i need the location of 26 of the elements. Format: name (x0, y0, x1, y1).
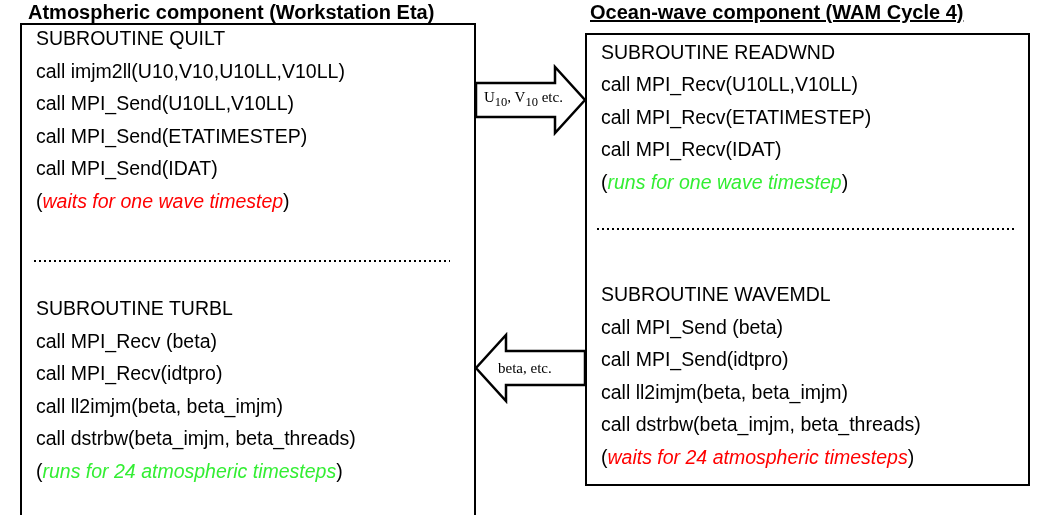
component-heading: Atmospheric component (Workstation Eta) (28, 1, 435, 24)
code-line: call ll2imjm(beta, beta_imjm) (601, 380, 849, 404)
code-line: call imjm2ll(U10,V10,U10LL,V10LL) (36, 59, 345, 83)
component-heading: Ocean-wave component (WAM Cycle 4) (590, 1, 964, 24)
code-line: call ll2imjm(beta, beta_imjm) (36, 394, 284, 418)
timing-note: (runs for one wave timestep) (601, 170, 849, 194)
edge-label: beta, etc. (498, 360, 552, 376)
timing-note: (waits for one wave timestep) (36, 189, 290, 213)
code-line: call MPI_Recv(U10LL,V10LL) (601, 72, 858, 96)
code-line: SUBROUTINE TURBL (36, 296, 233, 320)
timing-note: (waits for 24 atmospheric timesteps) (601, 445, 915, 469)
code-line: SUBROUTINE READWND (601, 40, 835, 64)
code-line: call MPI_Recv(idtpro) (36, 361, 223, 385)
code-line: call dstrbw(beta_imjm, beta_threads) (36, 426, 356, 450)
code-line: call MPI_Recv(ETATIMESTEP) (601, 105, 872, 129)
code-line: call MPI_Send(idtpro) (601, 347, 789, 371)
code-line: call MPI_Recv (beta) (36, 329, 217, 353)
code-line: call MPI_Send (beta) (601, 315, 784, 339)
code-line: call MPI_Recv(IDAT) (601, 137, 782, 161)
code-line: call MPI_Send(ETATIMESTEP) (36, 124, 308, 148)
timing-note: (runs for 24 atmospheric timesteps) (36, 459, 343, 483)
code-line: call MPI_Send(U10LL,V10LL) (36, 91, 294, 115)
code-line: SUBROUTINE QUILT (36, 26, 226, 50)
code-line: call MPI_Send(IDAT) (36, 156, 218, 180)
code-line: call dstrbw(beta_imjm, beta_threads) (601, 412, 921, 436)
code-line: SUBROUTINE WAVEMDL (601, 282, 831, 306)
